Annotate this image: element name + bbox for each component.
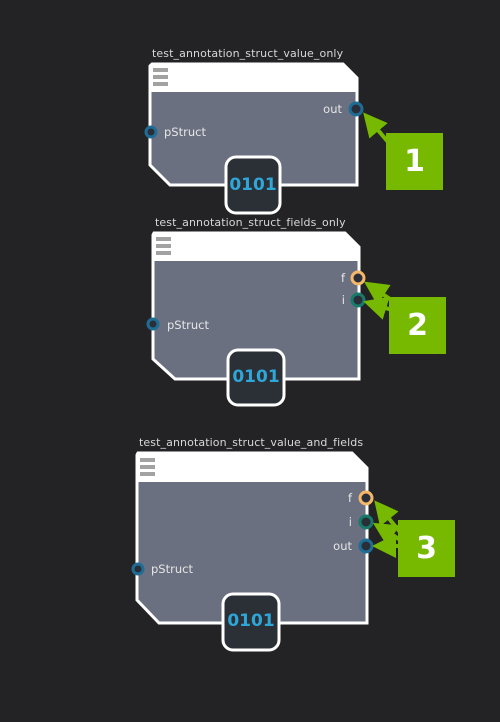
node-2-title: test_annotation_struct_fields_only [155, 216, 346, 229]
node-2-output-port-i[interactable] [350, 292, 366, 308]
node-1-badge-text: 0101 [229, 175, 277, 195]
arrow-1-to-out [363, 112, 390, 144]
callout-1: 1 [386, 133, 443, 190]
node-1-header [150, 64, 357, 92]
node-2-output-label-f: f [340, 271, 345, 285]
node-struct-fields-only[interactable] [146, 231, 366, 407]
node-1-input-label: pStruct [164, 125, 206, 139]
node-3-title: test_annotation_struct_value_and_fields [139, 436, 364, 449]
node-3-input-port[interactable] [131, 562, 145, 576]
node-1-menu-icon[interactable] [153, 68, 168, 86]
node-3-output-port-f[interactable] [358, 490, 374, 506]
node-1-input-port[interactable] [144, 125, 158, 139]
callout-3: 3 [398, 520, 455, 577]
node-2-menu-icon[interactable] [156, 237, 171, 255]
node-2-header [153, 233, 359, 261]
node-struct-value-and-fields[interactable] [131, 451, 374, 652]
node-3-output-port-out[interactable] [358, 538, 374, 554]
node-struct-value-only[interactable] [144, 62, 364, 215]
node-3-input-label: pStruct [151, 562, 193, 576]
node-3-badge-text: 0101 [227, 611, 275, 631]
node-1-output-port-out[interactable] [348, 101, 364, 117]
node-1-output-label-out: out [323, 102, 342, 116]
node-3-badge [221, 592, 281, 652]
node-3-output-label-i: i [348, 515, 352, 529]
node-2-output-port-f[interactable] [350, 270, 366, 286]
node-3-menu-icon[interactable] [140, 458, 155, 476]
node-2-badge [226, 348, 286, 407]
node-2-input-label: pStruct [167, 318, 209, 332]
node-2-output-label-i: i [341, 293, 345, 307]
node-1-title: test_annotation_struct_value_only [152, 47, 344, 60]
node-2-input-port[interactable] [146, 317, 160, 331]
callout-2: 2 [389, 297, 446, 354]
node-2-badge-text: 0101 [232, 367, 280, 387]
node-3-output-port-i[interactable] [358, 514, 374, 530]
node-1-badge [224, 155, 282, 215]
node-3-output-label-f: f [347, 491, 352, 505]
node-3-output-label-out: out [333, 539, 352, 553]
node-3-header [137, 453, 367, 482]
